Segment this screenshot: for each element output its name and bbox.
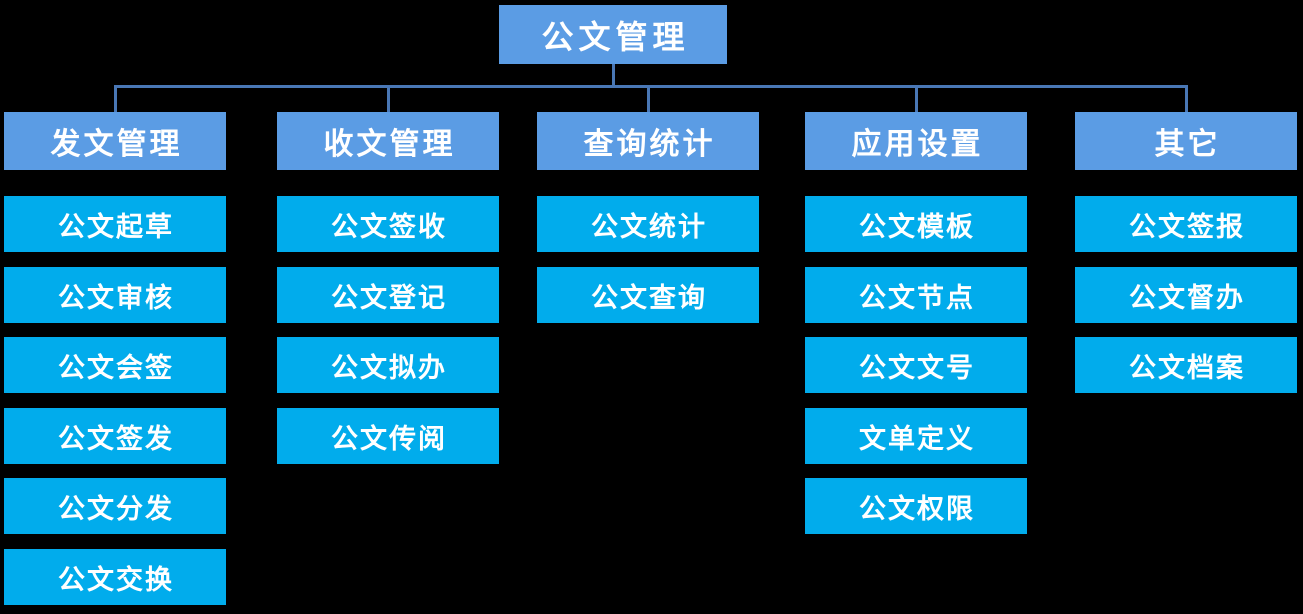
branch-5-item-3: 公文档案 [1075,337,1297,393]
connector-stub-branch-3 [647,85,650,112]
connector-stub-branch-5 [1185,85,1188,112]
branch-1-item-6: 公文交换 [4,549,226,605]
branch-4-item-1: 公文模板 [805,196,1027,252]
branch-1-item-3: 公文会签 [4,337,226,393]
root-node: 公文管理 [499,5,727,64]
branch-4-item-4: 文单定义 [805,408,1027,464]
branch-4-item-3: 公文文号 [805,337,1027,393]
connector-stub-branch-2 [387,85,390,112]
connector-bus [114,85,1188,88]
branch-2-item-3: 公文拟办 [277,337,499,393]
branch-1-item-4: 公文签发 [4,408,226,464]
branch-2-item-1: 公文签收 [277,196,499,252]
branch-2-item-2: 公文登记 [277,267,499,323]
connector-root-riser [612,64,615,85]
branch-5-item-1: 公文签报 [1075,196,1297,252]
branch-1-item-5: 公文分发 [4,478,226,534]
branch-3-header: 查询统计 [537,112,759,170]
branch-4-header: 应用设置 [805,112,1027,170]
branch-4-item-2: 公文节点 [805,267,1027,323]
branch-2-header: 收文管理 [277,112,499,170]
branch-5-item-2: 公文督办 [1075,267,1297,323]
branch-3-item-2: 公文查询 [537,267,759,323]
branch-1-item-1: 公文起草 [4,196,226,252]
connector-stub-branch-1 [114,85,117,112]
branch-1-header: 发文管理 [4,112,226,170]
branch-5-header: 其它 [1075,112,1297,170]
branch-1-item-2: 公文审核 [4,267,226,323]
connector-stub-branch-4 [915,85,918,112]
branch-4-item-5: 公文权限 [805,478,1027,534]
branch-2-item-4: 公文传阅 [277,408,499,464]
branch-3-item-1: 公文统计 [537,196,759,252]
